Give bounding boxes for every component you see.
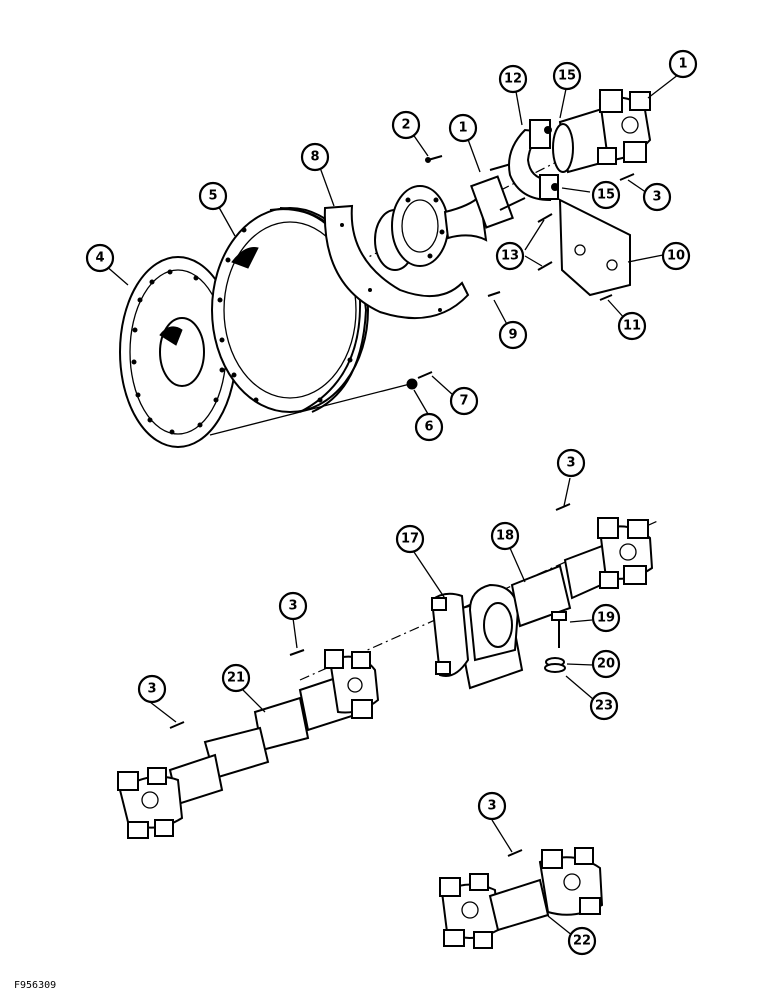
svg-text:5: 5 xyxy=(208,189,217,204)
hardware-small xyxy=(209,126,635,436)
drive-shaft-part-21 xyxy=(117,649,380,839)
callout-23: 23 xyxy=(589,691,619,721)
svg-text:15: 15 xyxy=(597,188,615,203)
callout-3-mid-left: 3 xyxy=(278,591,308,621)
svg-text:1: 1 xyxy=(678,57,687,72)
figure-code: F956309 xyxy=(14,980,56,991)
svg-text:17: 17 xyxy=(401,532,419,547)
callout-21: 21 xyxy=(221,663,251,693)
hardware-middle xyxy=(169,503,571,729)
svg-text:1: 1 xyxy=(458,121,467,136)
callout-4: 4 xyxy=(85,243,115,273)
pillow-block-bearing-part-17 xyxy=(430,583,524,690)
support-bracket-part-12 xyxy=(508,119,559,202)
callout-3-upper: 3 xyxy=(642,182,672,212)
drive-shaft-part-22 xyxy=(439,847,604,949)
callout-15-top: 15 xyxy=(552,61,582,91)
svg-text:3: 3 xyxy=(566,456,575,471)
svg-text:4: 4 xyxy=(95,251,104,266)
svg-text:15: 15 xyxy=(558,69,576,84)
callout-17: 17 xyxy=(395,524,425,554)
svg-text:9: 9 xyxy=(508,328,517,343)
callout-6: 6 xyxy=(414,412,444,442)
svg-text:3: 3 xyxy=(487,799,496,814)
callout-22: 22 xyxy=(567,926,597,956)
svg-text:21: 21 xyxy=(227,671,245,686)
svg-text:22: 22 xyxy=(573,934,591,949)
svg-text:2: 2 xyxy=(401,118,410,133)
svg-text:19: 19 xyxy=(597,611,615,626)
callout-10: 10 xyxy=(661,241,691,271)
semicircular-shield-part-8 xyxy=(323,204,470,320)
svg-text:10: 10 xyxy=(667,249,685,264)
drive-shaft-part-18 xyxy=(510,517,654,628)
flange-plate-part-4 xyxy=(119,256,237,448)
callout-19: 19 xyxy=(591,603,621,633)
callout-18: 18 xyxy=(490,521,520,551)
drive-shaft-part-1-left xyxy=(374,159,526,271)
svg-text:20: 20 xyxy=(597,657,615,672)
leader-lines xyxy=(104,70,684,941)
callout-13: 13 xyxy=(495,241,525,271)
callout-3-mid-right: 3 xyxy=(556,448,586,478)
callout-8: 8 xyxy=(300,142,330,172)
callout-7: 7 xyxy=(449,386,479,416)
svg-text:8: 8 xyxy=(310,150,319,165)
callout-1-left: 1 xyxy=(448,113,478,143)
svg-text:12: 12 xyxy=(504,72,522,87)
svg-text:3: 3 xyxy=(288,599,297,614)
callout-11: 11 xyxy=(617,311,647,341)
callout-3-lower-left: 3 xyxy=(137,674,167,704)
callout-3-bottom: 3 xyxy=(477,791,507,821)
callout-20: 20 xyxy=(591,649,621,679)
svg-text:6: 6 xyxy=(424,420,433,435)
mounting-bracket-part-10 xyxy=(558,198,631,297)
svg-text:18: 18 xyxy=(496,529,514,544)
svg-text:3: 3 xyxy=(147,682,156,697)
callout-12: 12 xyxy=(498,64,528,94)
svg-text:11: 11 xyxy=(623,319,641,334)
svg-text:3: 3 xyxy=(652,190,661,205)
universal-joint-part-1-right xyxy=(552,89,652,174)
callout-15-mid: 15 xyxy=(591,180,621,210)
callout-5: 5 xyxy=(198,181,228,211)
svg-text:13: 13 xyxy=(501,249,519,264)
svg-text:23: 23 xyxy=(595,699,613,714)
svg-text:7: 7 xyxy=(459,394,468,409)
callout-9: 9 xyxy=(498,320,528,350)
callout-2: 2 xyxy=(391,110,421,140)
callout-1-right: 1 xyxy=(668,49,698,79)
